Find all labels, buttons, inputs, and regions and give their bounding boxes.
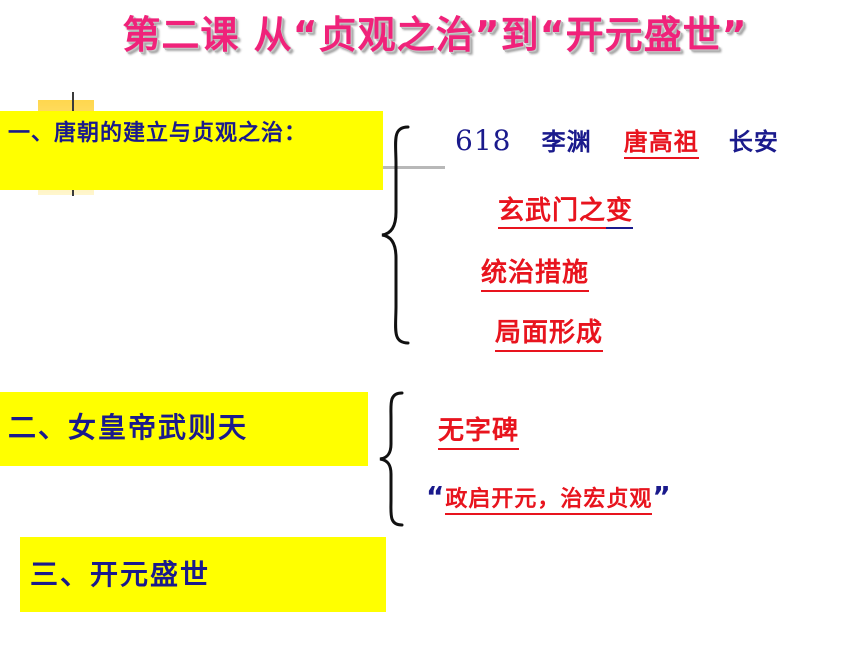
wordless-stele: 无字碑 bbox=[438, 410, 520, 450]
xuanwu-gate-incident: 玄武门之变 bbox=[498, 190, 634, 229]
section-one-heading: 一、唐朝的建立与贞观之治： bbox=[0, 111, 383, 190]
situation-formed: 局面形成 bbox=[495, 312, 604, 352]
founding-year: 618 bbox=[455, 124, 512, 157]
founding-info-line: 618 李渊 唐高祖 长安 bbox=[455, 122, 779, 159]
section-three-heading: 三、开元盛世 bbox=[20, 537, 386, 612]
ruling-measures: 统治措施 bbox=[481, 252, 590, 292]
section-two-heading: 二、女皇帝武则天 bbox=[0, 392, 368, 466]
wu-zetian-quote: “政启开元，治宏贞观” bbox=[426, 480, 672, 515]
brace-icon-section-two bbox=[379, 391, 404, 527]
founder-name: 李渊 bbox=[541, 128, 592, 156]
emperor-title: 唐高祖 bbox=[623, 128, 699, 159]
quote-text: 政启开元，治宏贞观 bbox=[445, 487, 653, 515]
slide-title: 第二课 从“贞观之治”到“开元盛世” bbox=[122, 13, 748, 57]
quote-close-mark: ” bbox=[652, 480, 672, 513]
brace-icon-section-one bbox=[381, 125, 410, 345]
quote-open-mark: “ bbox=[426, 480, 446, 513]
xuanwu-gate-text-end: 变 bbox=[606, 196, 634, 229]
capital-name: 长安 bbox=[728, 128, 779, 156]
xuanwu-gate-text: 玄武门之 bbox=[498, 196, 607, 229]
